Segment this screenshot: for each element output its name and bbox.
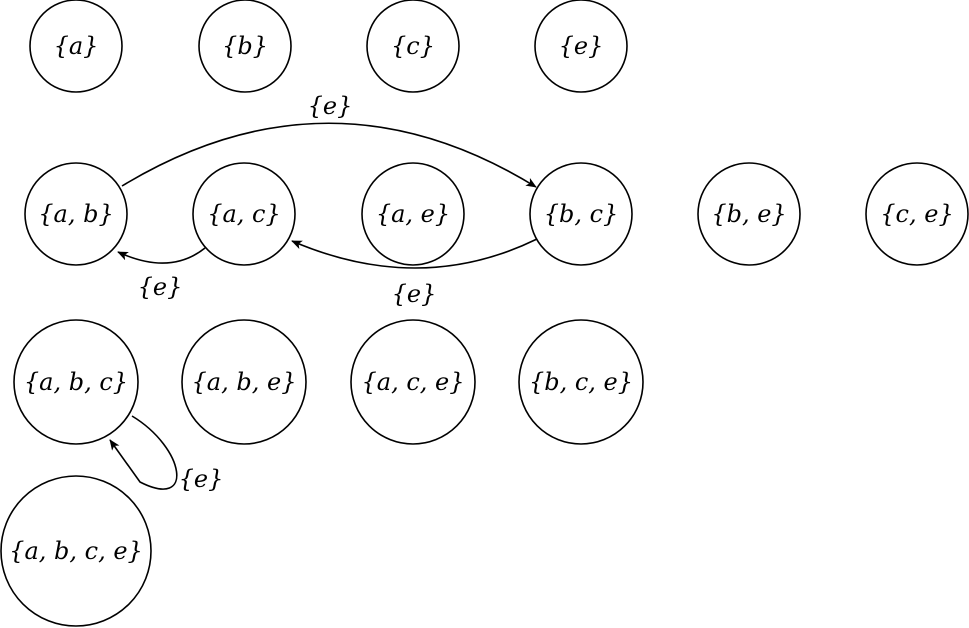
node-abc: {a, b, c} xyxy=(13,319,139,445)
edge-label-ab-to-bc: {e} xyxy=(308,92,353,120)
node-e: {e} xyxy=(534,0,628,93)
edge-label-abc-loop: {e} xyxy=(179,465,224,493)
edge-abc-loop xyxy=(109,415,178,490)
edge-bc-to-ac xyxy=(291,238,538,269)
node-label: {c} xyxy=(391,32,435,60)
node-a: {a} xyxy=(29,0,123,93)
edge-label-bc-to-ac: {e} xyxy=(392,280,437,308)
node-label: {b, c, e} xyxy=(529,368,633,396)
node-abe: {a, b, e} xyxy=(181,319,307,445)
node-label: {c, e} xyxy=(880,200,953,228)
node-label: {a, b, c, e} xyxy=(9,537,143,565)
node-label: {a, e} xyxy=(376,200,450,228)
edge-ac-to-ab xyxy=(117,247,206,264)
node-ace: {a, c, e} xyxy=(350,319,476,445)
node-label: {b} xyxy=(222,32,268,60)
node-label: {a, c} xyxy=(207,200,281,228)
node-ac: {a, c} xyxy=(192,162,296,266)
node-be: {b, e} xyxy=(697,162,801,266)
node-ab: {a, b} xyxy=(24,162,128,266)
node-label: {e} xyxy=(559,32,604,60)
node-bce: {b, c, e} xyxy=(518,319,644,445)
node-ce: {c, e} xyxy=(865,162,969,266)
node-label: {b, c} xyxy=(544,200,619,228)
edge-label-ac-to-ab: {e} xyxy=(138,273,183,301)
edge-ab-to-bc xyxy=(121,122,537,188)
edges xyxy=(109,122,538,490)
node-ae: {a, e} xyxy=(361,162,465,266)
node-label: {a, b} xyxy=(38,200,113,228)
node-label: {a} xyxy=(54,32,99,60)
node-abce: {a, b, c, e} xyxy=(0,475,152,627)
node-b: {b} xyxy=(198,0,292,93)
node-label: {a, c, e} xyxy=(361,368,464,396)
node-label: {b, e} xyxy=(711,200,786,228)
edge-labels: {e} {e} {e} {e} xyxy=(138,92,437,493)
node-label: {a, b, e} xyxy=(192,368,297,396)
node-c: {c} xyxy=(366,0,460,93)
node-bc: {b, c} xyxy=(529,162,633,266)
node-label: {a, b, c} xyxy=(24,368,128,396)
